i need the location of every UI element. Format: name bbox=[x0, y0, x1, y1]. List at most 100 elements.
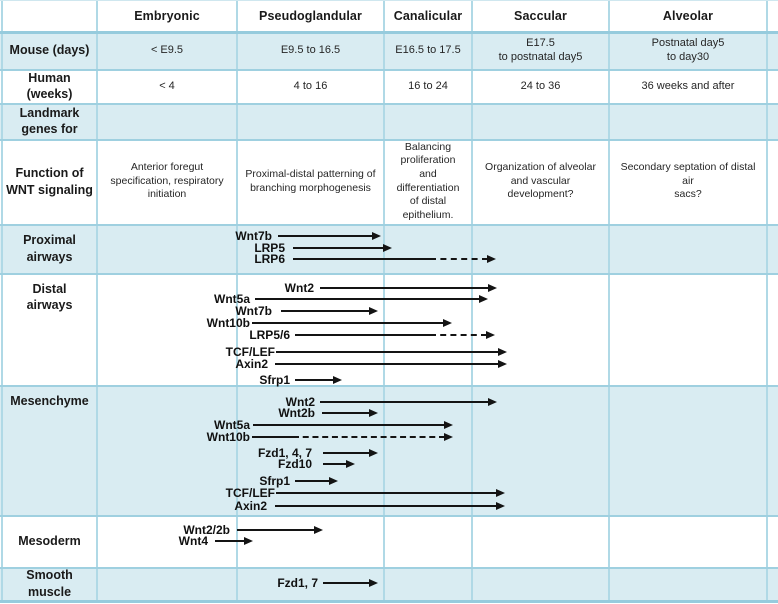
cell-function-of-wnt-signaling-alveolar: Secondary septation of distal air sacs? bbox=[620, 161, 756, 201]
grid-horizontal-line-5 bbox=[0, 224, 778, 226]
gene-label-lrp5: LRP5 bbox=[254, 241, 285, 255]
grid-horizontal-line-0 bbox=[0, 0, 778, 1]
gene-label-fzd1-7: Fzd1, 7 bbox=[277, 576, 318, 590]
grid-horizontal-line-9 bbox=[0, 567, 778, 569]
gene-label-wnt10b: Wnt10b bbox=[206, 430, 250, 444]
gene-label-wnt5a: Wnt5a bbox=[214, 418, 250, 432]
cell-human-weeks-pseudoglandular: 4 to 16 bbox=[293, 79, 328, 92]
row-label-mesoderm: Mesoderm bbox=[18, 533, 81, 548]
cell-function-of-wnt-signaling-pseudoglandular: Proximal-distal patterning of branching … bbox=[245, 167, 376, 194]
grid-vertical-line-4 bbox=[471, 0, 473, 603]
grid-horizontal-line-3 bbox=[0, 103, 778, 105]
row-label-landmark-genes-for: Landmark genes for bbox=[19, 105, 80, 136]
gene-label-wnt2: Wnt2 bbox=[284, 281, 314, 295]
gene-arrowhead-wnt10b bbox=[444, 433, 453, 441]
gene-arrowhead-fzd1-4-7 bbox=[369, 449, 378, 457]
row-label-mesenchyme: Mesenchyme bbox=[10, 394, 89, 408]
gene-arrowhead-wnt4 bbox=[244, 537, 253, 545]
cell-mouse-days-alveolar: Postnatal day5 to day30 bbox=[651, 36, 725, 63]
gene-label-wnt10b: Wnt10b bbox=[206, 316, 250, 330]
grid-vertical-line-6 bbox=[766, 0, 768, 603]
grid-vertical-line-3 bbox=[383, 0, 385, 603]
row-label-distal-airways: Distal airways bbox=[26, 282, 73, 313]
grid-horizontal-line-10 bbox=[0, 600, 778, 603]
gene-arrowhead-fzd10 bbox=[346, 460, 355, 468]
cell-mouse-days-canalicular: E16.5 to 17.5 bbox=[395, 43, 461, 56]
gene-arrow-segment-wnt5a-0 bbox=[253, 424, 445, 426]
grid-horizontal-line-7 bbox=[0, 385, 778, 387]
gene-arrowhead-wnt2-2b bbox=[314, 526, 323, 534]
cell-function-of-wnt-signaling-embryonic: Anterior foregut specification, respirat… bbox=[110, 161, 224, 201]
grid-horizontal-line-6 bbox=[0, 273, 778, 275]
gene-arrow-segment-lrp6-1 bbox=[430, 258, 488, 260]
gene-arrow-segment-wnt2-0 bbox=[320, 287, 489, 289]
gene-arrow-segment-lrp5-0 bbox=[293, 247, 384, 249]
gene-arrowhead-axin2 bbox=[498, 360, 507, 368]
grid-horizontal-line-1 bbox=[0, 31, 778, 34]
gene-label-axin2: Axin2 bbox=[234, 499, 267, 513]
gene-arrow-segment-wnt2-0 bbox=[320, 401, 489, 403]
gene-arrowhead-lrp5-6 bbox=[486, 331, 495, 339]
cell-human-weeks-alveolar: 36 weeks and after bbox=[641, 79, 735, 92]
gene-arrowhead-wnt2b bbox=[369, 409, 378, 417]
gene-arrowhead-sfrp1 bbox=[329, 477, 338, 485]
gene-label-wnt2: Wnt2 bbox=[285, 395, 315, 409]
gene-arrow-segment-wnt10b-0 bbox=[252, 436, 293, 438]
gene-label-sfrp1: Sfrp1 bbox=[259, 474, 290, 488]
gene-arrow-segment-wnt7b-0 bbox=[278, 235, 373, 237]
grid-vertical-line-1 bbox=[96, 0, 98, 603]
grid-vertical-line-5 bbox=[608, 0, 610, 603]
gene-arrowhead-sfrp1 bbox=[333, 376, 342, 384]
gene-arrowhead-wnt7b bbox=[369, 307, 378, 315]
gene-arrow-segment-wnt10b-0 bbox=[252, 322, 444, 324]
gene-arrow-segment-tcf-lef-0 bbox=[276, 492, 497, 494]
cell-function-of-wnt-signaling-canalicular: Balancing proliferation and differentiat… bbox=[396, 140, 460, 221]
row-label-mouse-days: Mouse (days) bbox=[9, 42, 90, 57]
gene-arrowhead-wnt10b bbox=[443, 319, 452, 327]
gene-arrow-segment-sfrp1-0 bbox=[295, 480, 330, 482]
gene-arrowhead-wnt2 bbox=[488, 284, 497, 292]
cell-mouse-days-saccular: E17.5 to postnatal day5 bbox=[498, 36, 583, 63]
row-label-smooth-muscle: Smooth muscle bbox=[26, 568, 73, 599]
row-label-proximal-airways: Proximal airways bbox=[23, 233, 76, 264]
gene-arrow-segment-wnt5a-0 bbox=[255, 298, 480, 300]
row-label-function-of-wnt-signaling: Function of WNT signaling bbox=[6, 166, 93, 197]
row-background-smooth-muscle bbox=[0, 567, 778, 600]
gene-arrow-segment-axin2-0 bbox=[275, 505, 497, 507]
gene-arrow-segment-lrp5-6-0 bbox=[295, 334, 430, 336]
gene-arrow-segment-fzd1-7-0 bbox=[323, 582, 370, 584]
column-header-pseudoglandular: Pseudoglandular bbox=[259, 9, 362, 23]
column-header-saccular: Saccular bbox=[514, 9, 567, 23]
gene-arrow-segment-fzd10-0 bbox=[323, 463, 347, 465]
cell-mouse-days-pseudoglandular: E9.5 to 16.5 bbox=[280, 43, 341, 56]
gene-arrow-segment-fzd1-4-7-0 bbox=[323, 452, 370, 454]
gene-label-wnt5a: Wnt5a bbox=[214, 292, 250, 306]
gene-label-wnt2-2b: Wnt2/2b bbox=[183, 523, 230, 537]
column-header-embryonic: Embryonic bbox=[134, 9, 200, 23]
row-background-mouse-days bbox=[0, 31, 778, 69]
row-background-landmark-genes-for bbox=[0, 103, 778, 139]
gene-arrow-segment-wnt2-2b-0 bbox=[237, 529, 315, 531]
gene-arrowhead-fzd1-7 bbox=[369, 579, 378, 587]
gene-label-tcf-lef: TCF/LEF bbox=[225, 345, 275, 359]
gene-arrow-segment-tcf-lef-0 bbox=[276, 351, 499, 353]
gene-arrowhead-wnt5a bbox=[479, 295, 488, 303]
gene-label-fzd10: Fzd10 bbox=[277, 457, 312, 471]
gene-label-wnt7b: Wnt7b bbox=[235, 229, 272, 243]
gene-arrowhead-wnt7b bbox=[372, 232, 381, 240]
gene-arrow-segment-sfrp1-0 bbox=[295, 379, 334, 381]
gene-arrow-segment-wnt7b-0 bbox=[281, 310, 370, 312]
gene-arrowhead-lrp6 bbox=[487, 255, 496, 263]
gene-arrowhead-lrp5 bbox=[383, 244, 392, 252]
grid-horizontal-line-4 bbox=[0, 139, 778, 141]
gene-arrowhead-wnt5a bbox=[444, 421, 453, 429]
gene-arrow-segment-lrp5-6-1 bbox=[430, 334, 487, 336]
gene-arrow-segment-wnt4-0 bbox=[215, 540, 245, 542]
grid-horizontal-line-2 bbox=[0, 69, 778, 71]
cell-function-of-wnt-signaling-saccular: Organization of alveolar and vascular de… bbox=[485, 161, 596, 201]
cell-human-weeks-canalicular: 16 to 24 bbox=[408, 79, 448, 92]
row-label-human-weeks: Human (weeks) bbox=[26, 70, 73, 101]
gene-label-wnt4: Wnt4 bbox=[178, 534, 208, 548]
gene-arrow-segment-wnt10b-1 bbox=[293, 436, 445, 438]
